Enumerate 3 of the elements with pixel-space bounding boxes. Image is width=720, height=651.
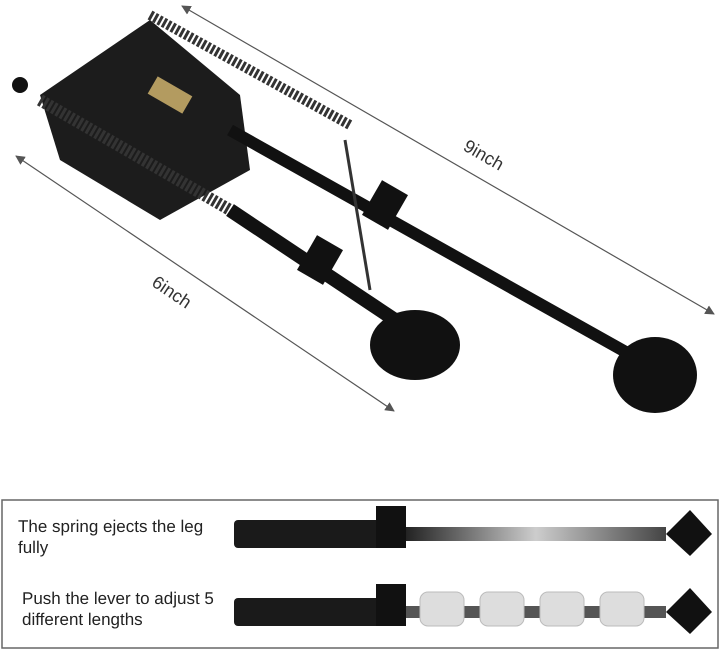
caption-text: The spring ejects the leg fully (18, 516, 204, 558)
dimension-label: 9inch (460, 136, 508, 176)
caption-text: Push the lever to adjust 5 different lengths (22, 588, 215, 630)
